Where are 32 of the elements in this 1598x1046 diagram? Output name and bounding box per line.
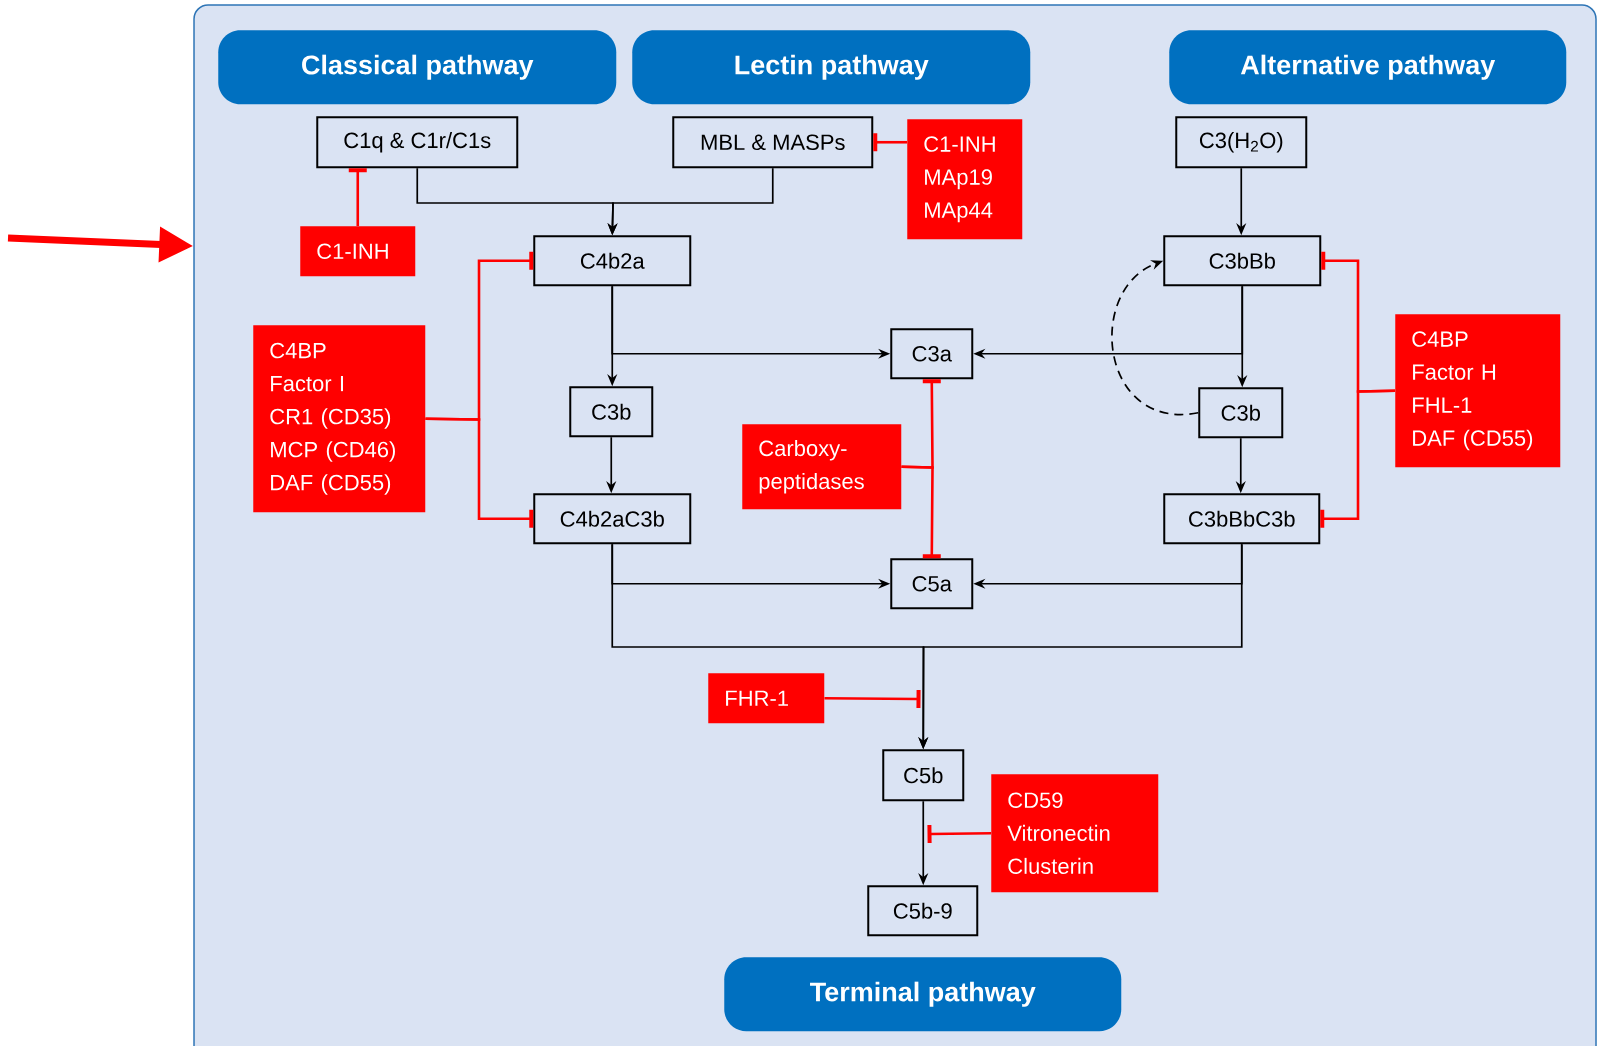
inhibition-line (927, 824, 992, 843)
inhibitor-box: FHR-1 (708, 673, 825, 724)
protein-box: C5b-9 (867, 885, 979, 937)
protein-box: MBL & MASPs (672, 116, 874, 169)
inhibitor-box: CD59 Vitronectin Clusterin (991, 774, 1159, 893)
inhibition-line (425, 417, 534, 528)
dashed-arrow (1111, 260, 1200, 416)
protein-box: C5b (882, 749, 965, 802)
inhibition-line (873, 133, 908, 152)
protein-box: C3a (890, 328, 974, 380)
pathway-header: Lectin pathway (632, 30, 1031, 105)
protein-box: C3bBb (1163, 235, 1322, 287)
protein-box: C3bBbC3b (1163, 493, 1321, 545)
protein-box: C1q & C1r/C1s (316, 116, 519, 169)
inhibition-line (901, 465, 941, 559)
protein-box: C3b (1198, 387, 1284, 439)
inhibition-line (1320, 389, 1396, 528)
inhibitor-box: C1-INH MAp19 MAp44 (907, 119, 1023, 240)
inhibitor-box: Carboxy-peptidases (742, 424, 902, 510)
inhibition-line (824, 689, 921, 708)
protein-box: C4b2aC3b (533, 493, 692, 545)
protein-box: C3b (569, 386, 654, 438)
inhibition-line (348, 168, 367, 227)
pathway-header: Alternative pathway (1169, 30, 1567, 105)
inhibitor-box: C4BP Factor H FHL-1 DAF (CD55) (1395, 314, 1561, 468)
protein-box: C5a (890, 558, 974, 610)
pathway-header: Classical pathway (218, 30, 617, 105)
inhibitor-box: C1-INH (300, 226, 416, 277)
inhibitor-box: C4BP Factor I CR1 (CD35) MCP (CD46) DAF (CD55) (253, 325, 426, 513)
protein-box: C4b2a (533, 235, 692, 287)
protein-box: C3(H$_{2}$O) (1175, 116, 1308, 169)
pathway-header: Terminal pathway (724, 957, 1122, 1032)
